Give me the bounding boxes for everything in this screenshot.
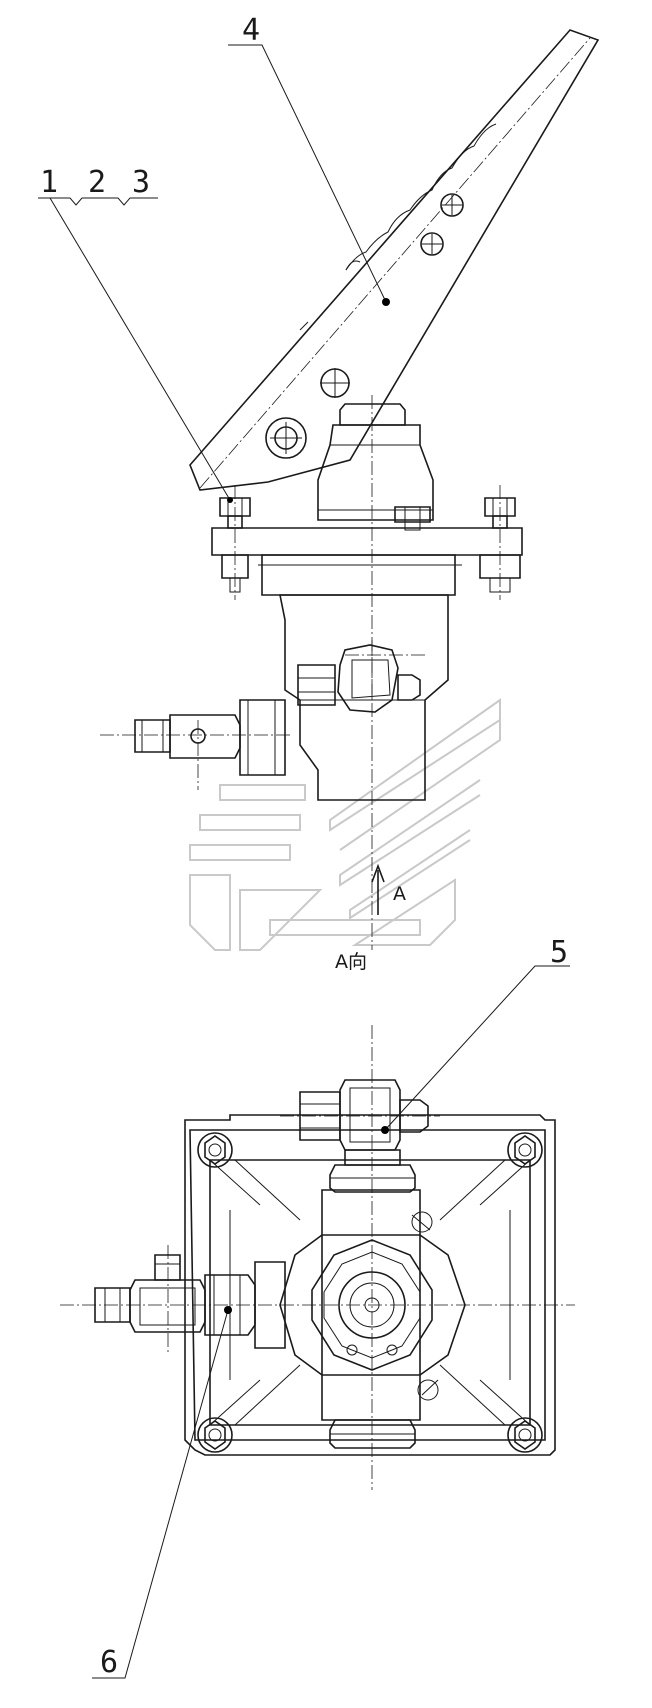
callout-3-label: 3 (132, 165, 150, 200)
plunger-housing (317, 403, 434, 531)
callout-1-label: 1 (40, 165, 58, 200)
flange-bolt-left (219, 485, 251, 600)
side-fitting-6 (94, 1254, 286, 1349)
side-view: A A向 (100, 29, 600, 973)
valve-body-bottom (279, 1164, 466, 1449)
callout-4: 4 (228, 13, 390, 306)
corner-bolt-tl (197, 1132, 233, 1168)
mounting-flange (211, 527, 523, 596)
corner-bolt-tr (507, 1132, 543, 1168)
view-caption: A向 (335, 951, 367, 973)
corner-bolt-br (507, 1417, 543, 1453)
callout-6-label: 6 (100, 1645, 118, 1680)
callout-6: 6 (92, 1306, 232, 1680)
view-arrow-label: A (393, 883, 406, 905)
elbow-fitting-5 (280, 1079, 440, 1166)
bottom-view (60, 1025, 575, 1490)
side-port-fitting (134, 699, 286, 790)
elbow-fitting-top (297, 644, 421, 713)
view-arrow-a: A (371, 863, 406, 915)
watermark-logo (189, 698, 501, 951)
callout-1-2-3: 1 2 3 (38, 165, 233, 503)
callout-2-label: 2 (88, 165, 106, 200)
corner-bolt-bl (197, 1417, 233, 1453)
pedal-arm (189, 29, 600, 491)
callout-4-label: 4 (242, 13, 260, 48)
callout-5-label: 5 (550, 935, 568, 970)
flange-bolt-right (479, 485, 521, 600)
callout-5: 5 (381, 935, 570, 1134)
